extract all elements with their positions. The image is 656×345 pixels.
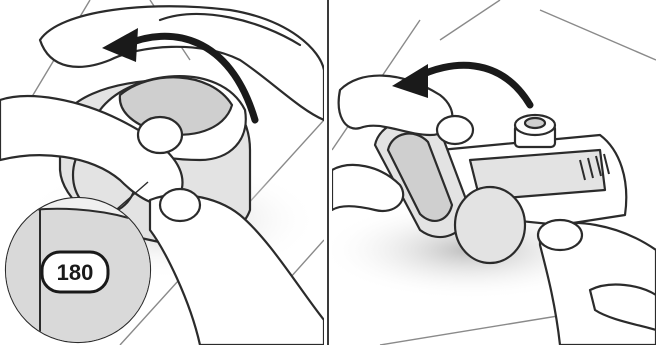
left-panel: 180 bbox=[0, 0, 324, 345]
dose-counter-label: 180 bbox=[57, 260, 94, 285]
right-panel bbox=[320, 0, 656, 345]
